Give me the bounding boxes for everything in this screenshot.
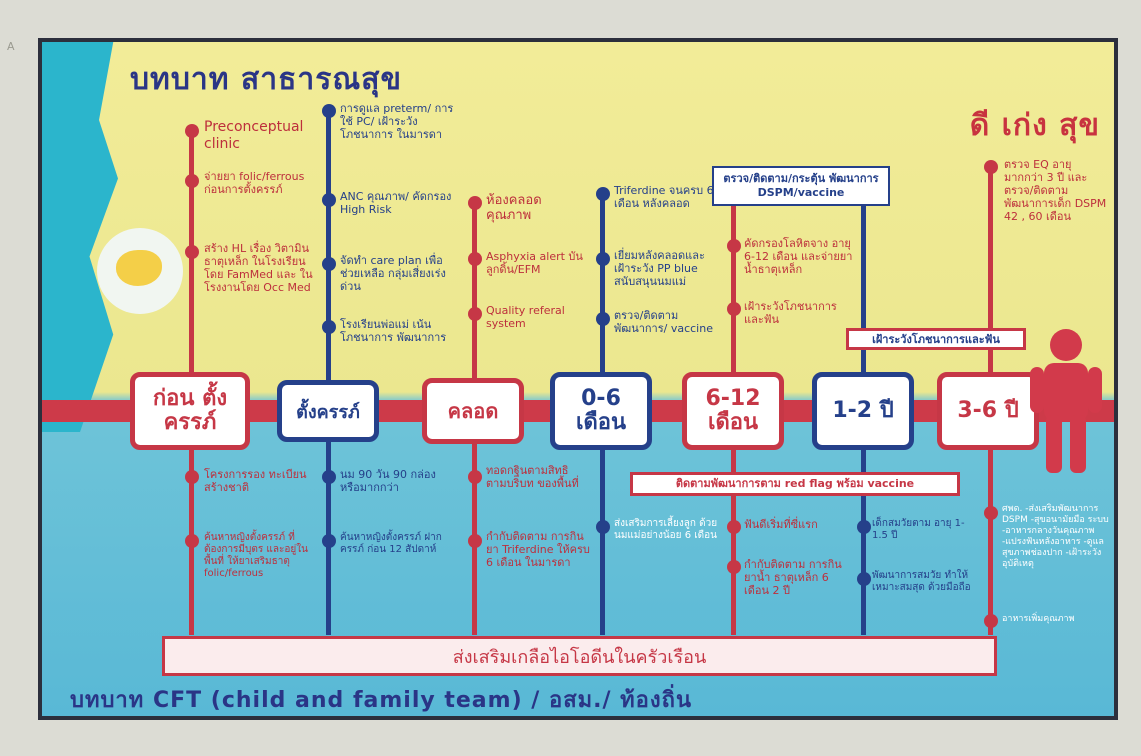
stage-1-2: 1-2 ปี bbox=[812, 372, 914, 450]
dot bbox=[185, 245, 199, 259]
iodine-banner: ส่งเสริมเกลือไอโอดีนในครัวเรือน bbox=[162, 636, 997, 676]
text-delivery-room: ห้องคลอด คุณภาพ bbox=[486, 193, 542, 223]
text-folic-ferrous: จ่ายยา folic/ferrous ก่อนการตั้งครรภ์ bbox=[204, 170, 305, 196]
text-triferdine-followup: กำกับติดตาม การกินยา Triferdine ให้ครบ 6… bbox=[486, 530, 590, 569]
dot bbox=[185, 124, 199, 138]
stage-delivery: คลอด bbox=[422, 378, 524, 444]
text-parent-school: โรงเรียนพ่อแม่ เน้นโภชนาการ พัฒนาการ bbox=[340, 318, 447, 344]
note-dspm-vaccine: ตรวจ/ติดตาม/กระตุ้น พัฒนาการ DSPM/vaccin… bbox=[712, 166, 890, 206]
title-cft-role: บทบาท CFT (child and family team) / อสม.… bbox=[70, 688, 692, 713]
dot bbox=[322, 193, 336, 207]
text-quality-food: อาหารเพิ่มคุณภาพ bbox=[1002, 614, 1075, 624]
stage-6-12: 6-12 เดือน bbox=[682, 372, 784, 450]
dot bbox=[727, 560, 741, 574]
text-child-center: ศพด. -ส่งเสริมพัฒนาการ DSPM -สุขอนามัยมื… bbox=[1002, 504, 1109, 569]
text-iron-syrup: กำกับติดตาม การกินยาน้ำ ธาตุเหล็ก 6 เดือ… bbox=[744, 558, 842, 597]
dot bbox=[468, 534, 482, 548]
dot bbox=[185, 534, 199, 548]
text-find-pregnant: ค้นหาหญิงตั้งครรภ์ ที่ต้องการมีบุตร และอ… bbox=[204, 532, 308, 579]
dot bbox=[468, 252, 482, 266]
dot bbox=[596, 252, 610, 266]
stage-preconception: ก่อน ตั้งครรภ์ bbox=[130, 372, 250, 450]
text-anemia-screening: คัดกรองโลหิตจาง อายุ 6-12 เดือน และจ่ายย… bbox=[744, 237, 853, 276]
text-hl-iron: สร้าง HL เรื่อง วิตามินธาตุเหล็ก ในโรงเร… bbox=[204, 242, 313, 294]
dot bbox=[857, 572, 871, 586]
dot bbox=[984, 614, 998, 628]
dot bbox=[468, 196, 482, 210]
dot bbox=[185, 174, 199, 188]
text-care-plan: จัดทำ care plan เพื่อช่วยเหลือ กลุ่มเสี่… bbox=[340, 254, 446, 293]
text-first-tooth: ฟันดีเริ่มที่ซี่แรก bbox=[744, 518, 818, 531]
dot bbox=[596, 312, 610, 326]
page-mark: A bbox=[7, 40, 15, 53]
text-preterm-care: การดูแล preterm/ การใช้ PC/ เฝ้าระวังโภช… bbox=[340, 102, 454, 141]
dot bbox=[984, 506, 998, 520]
dot bbox=[857, 520, 871, 534]
text-mobile-screen: พัฒนาการสมวัย ทำให้เหมาะสมสุด ด้วยมือถือ bbox=[872, 570, 971, 593]
dot bbox=[596, 520, 610, 534]
note-red-flag-vaccine: ติดตามพัฒนาการตาม red flag พร้อม vaccine bbox=[630, 472, 960, 496]
stage-0-6: 0-6 เดือน bbox=[550, 372, 652, 450]
text-anc-quality: ANC คุณภาพ/ คัดกรอง High Risk bbox=[340, 190, 452, 216]
text-development-vaccine: ตรวจ/ติดตาม พัฒนาการ/ vaccine bbox=[614, 309, 713, 335]
text-eq-dspm: ตรวจ EQ อายุมากกว่า 3 ปี และตรวจ/ติดตาม … bbox=[1004, 158, 1107, 223]
dot bbox=[727, 520, 741, 534]
dot bbox=[984, 160, 998, 174]
text-registry: โครงการรอง ทะเบียนสร้างชาติ bbox=[204, 468, 307, 494]
child-figure-icon bbox=[1030, 329, 1102, 473]
dot bbox=[322, 257, 336, 271]
dot bbox=[185, 470, 199, 484]
dot bbox=[322, 104, 336, 118]
dot bbox=[322, 534, 336, 548]
dot bbox=[322, 470, 336, 484]
text-postpartum-visit: เยี่ยมหลังคลอดและ เฝ้าระวัง PP blue สนับ… bbox=[614, 249, 705, 288]
text-breastfeeding: ส่งเสริมการเลี้ยงลูก ด้วยนมแม่อย่างน้อย … bbox=[614, 518, 718, 541]
stage-pregnancy: ตั้งครรภ์ bbox=[277, 380, 379, 442]
text-early-anc: ค้นหาหญิงตั้งครรภ์ ฝากครรภ์ ก่อน 12 สัปด… bbox=[340, 532, 442, 555]
dot bbox=[468, 307, 482, 321]
stage-3-6: 3-6 ปี bbox=[937, 372, 1039, 450]
line-pregnancy bbox=[326, 110, 331, 635]
dot bbox=[727, 239, 741, 253]
text-milk-90-days: นม 90 วัน 90 กล่อง หรือมากกว่า bbox=[340, 468, 436, 494]
text-nutrition-teeth: เฝ้าระวังโภชนาการ และฟัน bbox=[744, 300, 837, 326]
fetus-icon bbox=[116, 250, 162, 286]
text-asphyxia-alert: Asphyxia alert บันลูกดิ้น/EFM bbox=[486, 250, 583, 276]
title-public-health-role: บทบาท สาธารณสุข bbox=[130, 62, 403, 97]
note-nutrition-teeth: เฝ้าระวังโภชนาการและฟัน bbox=[846, 328, 1026, 350]
text-preconceptual-clinic: Preconceptual clinic bbox=[204, 119, 304, 152]
dot bbox=[727, 302, 741, 316]
text-age-appropriate: เด็กสมวัยตาม อายุ 1-1.5 ปี bbox=[872, 518, 965, 541]
text-quality-referal: Quality referal system bbox=[486, 304, 565, 330]
text-local-context: ทอดกฐินตามสิทธิ ตามบริบท ของพื้นที่ bbox=[486, 464, 579, 490]
dot bbox=[468, 470, 482, 484]
dot bbox=[322, 320, 336, 334]
dot bbox=[596, 187, 610, 201]
text-triferdine: Triferdine จนครบ 6 เดือน หลังคลอด bbox=[614, 184, 714, 210]
infographic-board: บทบาท สาธารณสุข ดี เก่ง สุข Preconceptua… bbox=[38, 38, 1118, 720]
title-slogan: ดี เก่ง สุข bbox=[969, 108, 1100, 143]
